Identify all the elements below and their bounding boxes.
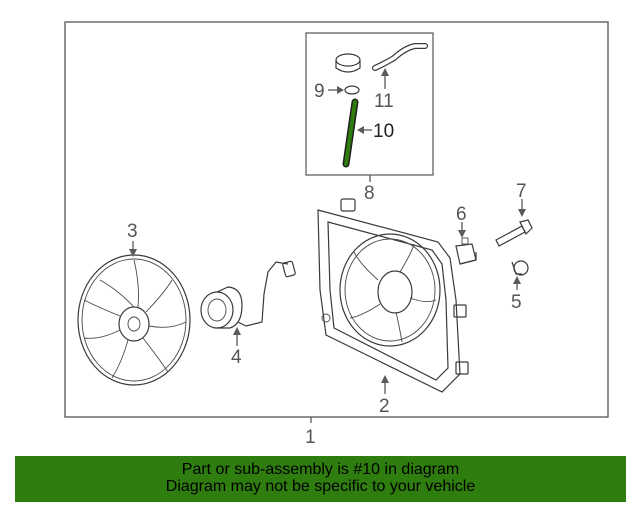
callout-1: 1 [305,427,316,448]
part-6-clip[interactable] [455,237,477,265]
part-10-tube-highlight [344,100,357,166]
arrow-2 [381,375,389,383]
callout-3: 3 [127,221,138,242]
arrow-6 [458,230,466,238]
banner-line-2: Diagram may not be specific to your vehi… [165,478,476,495]
callout-7: 7 [516,181,527,202]
callout-10: 10 [373,121,394,142]
callout-5: 5 [511,292,522,313]
callout-9: 9 [314,81,325,102]
callout-8: 8 [364,183,375,204]
arrow-9 [337,86,344,94]
callout-2: 2 [379,396,390,417]
info-banner: Part or sub-assembly is #10 in diagram D… [15,456,626,502]
arrow-4 [233,327,241,335]
part-7-bolt[interactable] [495,219,533,247]
assembly-frame [64,21,609,418]
arrow-3 [129,249,137,257]
part-9-o-ring[interactable] [344,85,360,95]
part-4-fan-motor[interactable] [200,260,296,329]
arrow-11 [381,68,389,76]
part-2-fan-shroud[interactable] [317,198,469,393]
callout-4: 4 [231,347,242,368]
part-5-grommet[interactable] [511,260,529,276]
part-3-fan-blade[interactable] [77,254,191,386]
arrow-5 [513,276,521,284]
callout-11: 11 [374,91,394,112]
banner-line-1: Part or sub-assembly is #10 in diagram [181,461,460,478]
callout-6: 6 [456,204,467,225]
reservoir-cap[interactable] [335,53,361,73]
inset-frame [305,32,434,176]
part-11-hose[interactable] [372,43,428,71]
arrow-7 [518,209,526,217]
arrow-10 [357,126,364,134]
